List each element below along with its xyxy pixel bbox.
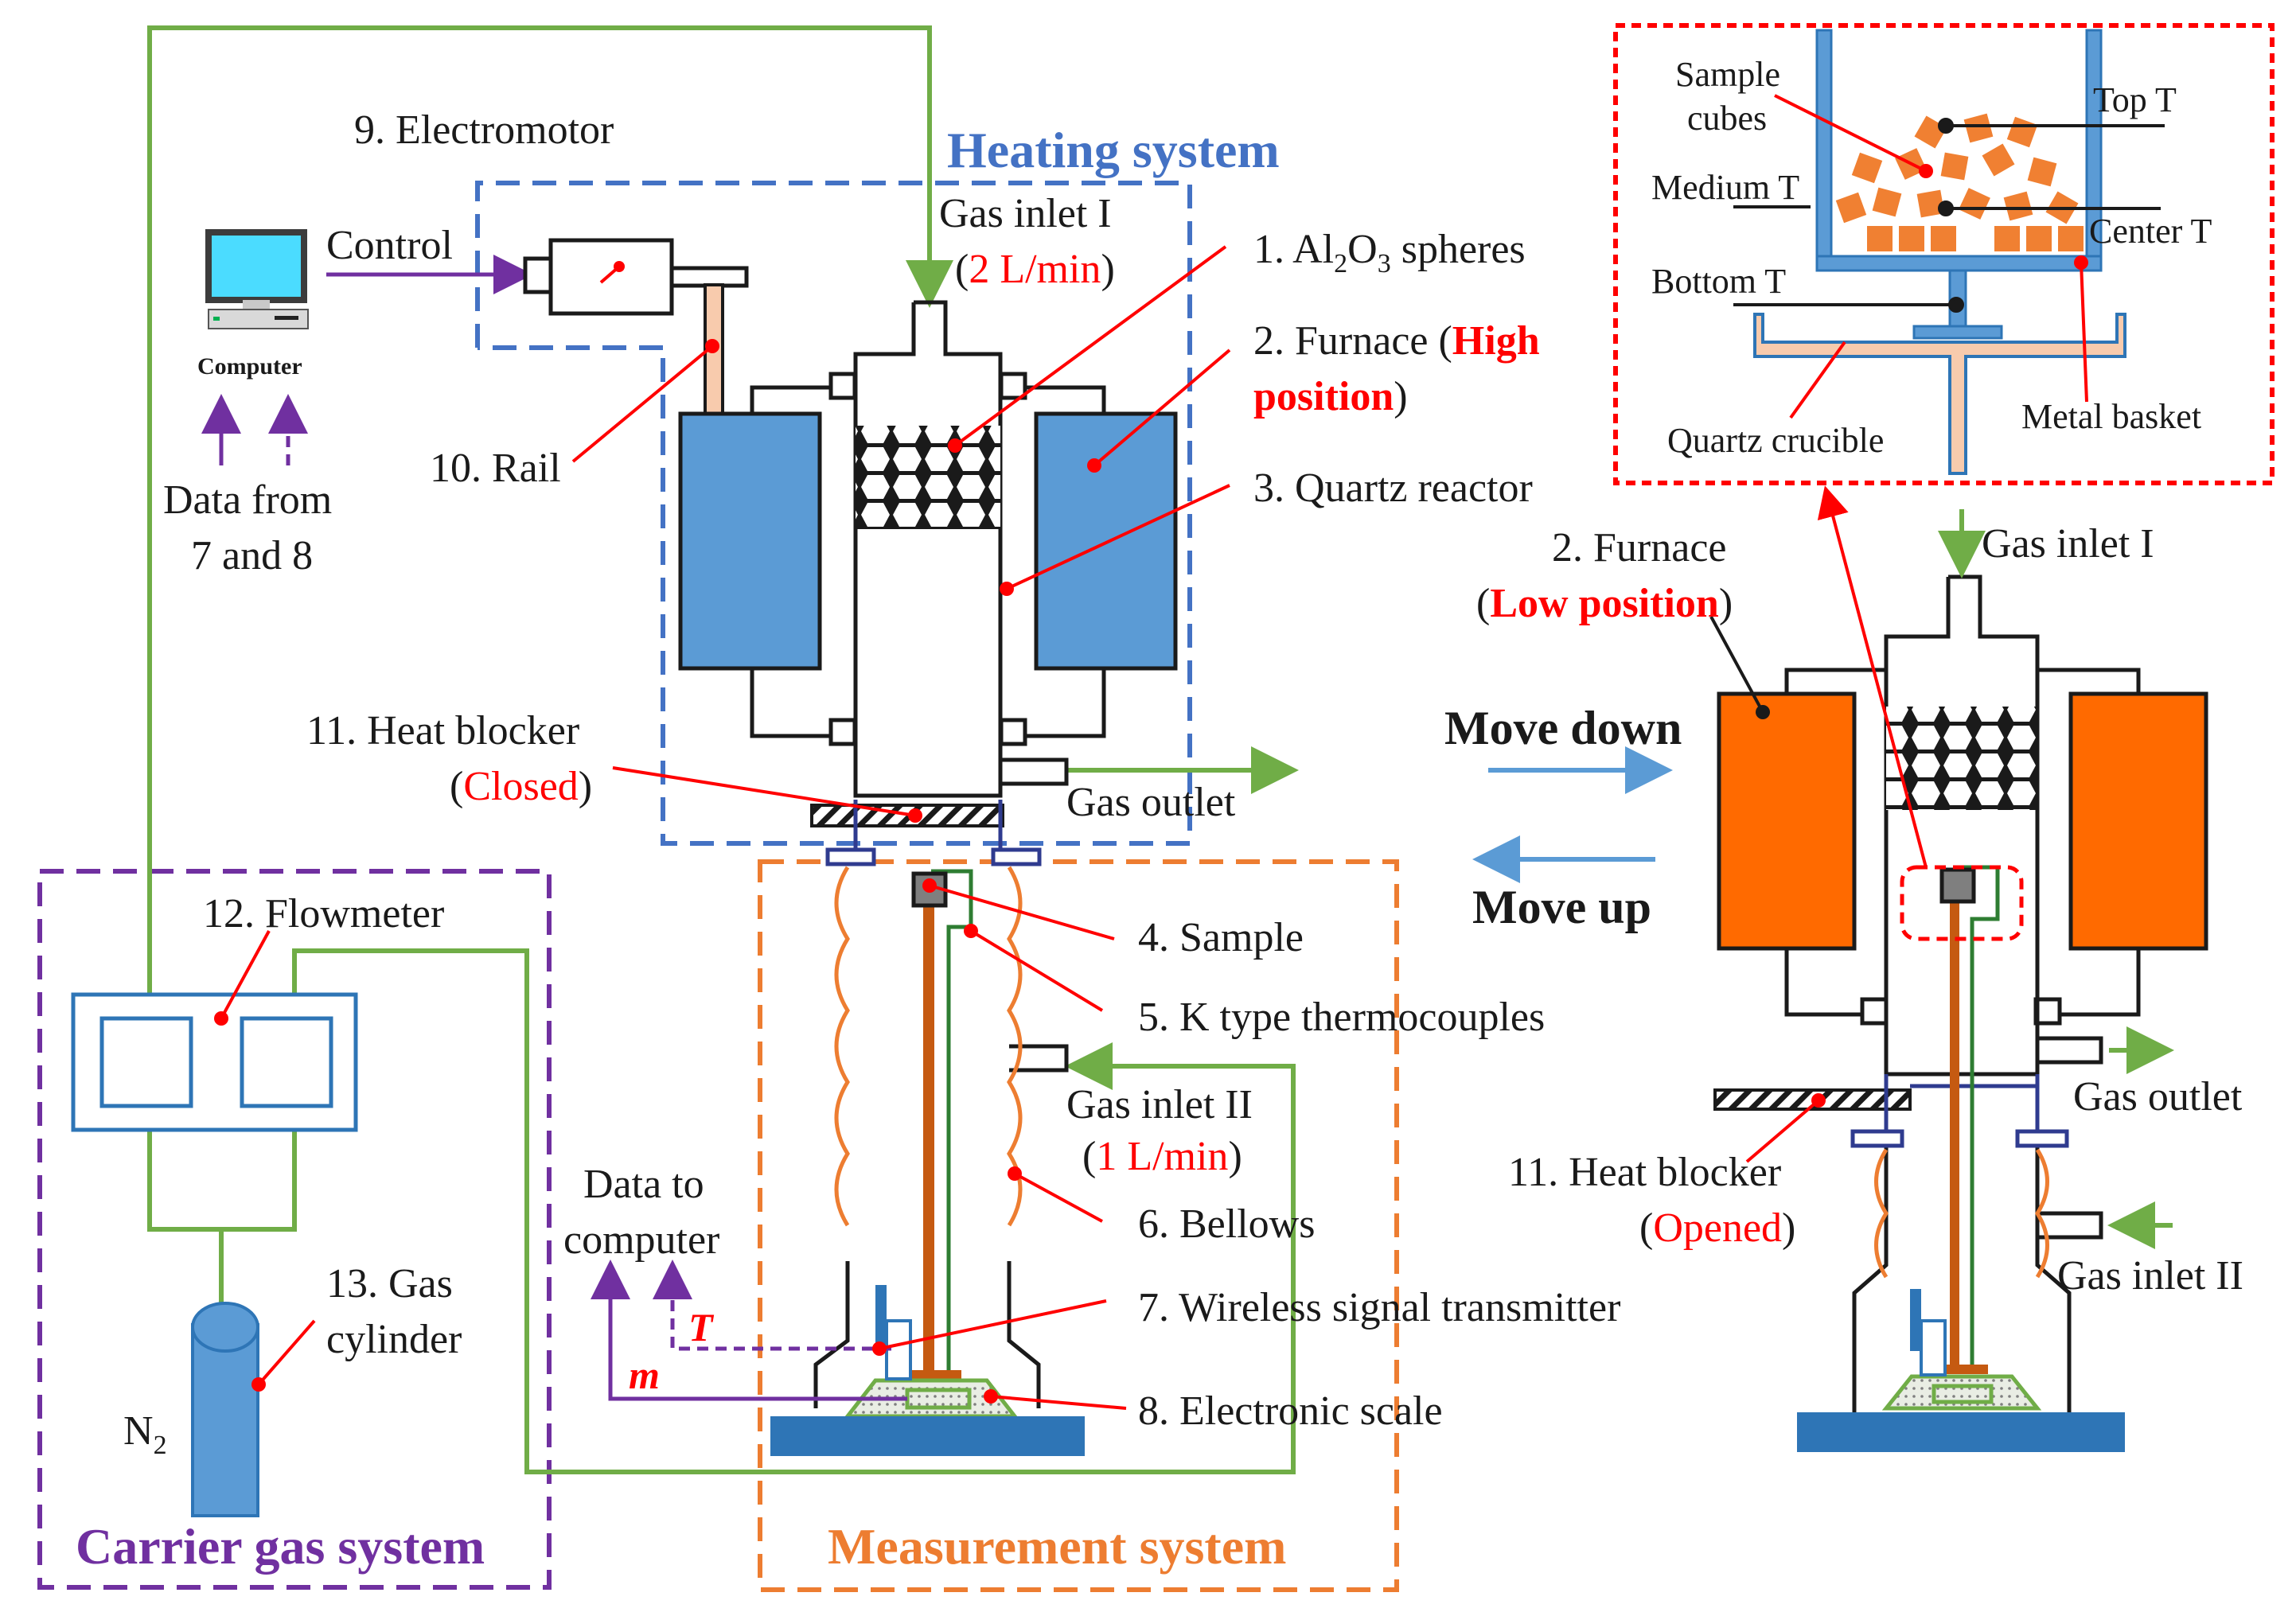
gas-inlet-2-right-label: Gas inlet II — [2057, 1253, 2243, 1299]
heating-system-box — [475, 181, 1192, 846]
furnace-right-low — [1717, 668, 2208, 1026]
metal-basket — [1815, 29, 2103, 340]
top-t-label: Top T — [2093, 80, 2177, 119]
alumina-spheres-right — [1886, 707, 2037, 810]
quartz-reactor-label: 3. Quartz reactor — [1253, 465, 1533, 511]
transmitter-label: 7. Wireless signal transmitter — [1138, 1285, 1620, 1330]
bellows-flanges-left — [825, 800, 1042, 866]
sample-cubes-label-2: cubes — [1687, 99, 1767, 138]
gas-inlet-2-flow: (1 L/min) — [1082, 1134, 1242, 1179]
data-arrows-to-computer — [201, 394, 308, 465]
heat-blocker-closed-state: (Closed) — [450, 764, 592, 809]
furnace-left-high — [678, 372, 1178, 746]
bellows-flanges-right — [1850, 1074, 2069, 1148]
gas-inlet-2-label: Gas inlet II — [1066, 1082, 1253, 1127]
furnace-low-label-2: (Low position) — [1476, 581, 1733, 626]
scale-right — [1797, 1289, 2125, 1452]
electromotor-label: 9. Electromotor — [354, 107, 614, 153]
gas-inlet-1-flow: (2 L/min) — [955, 247, 1115, 292]
sample-cubes — [1834, 111, 2085, 253]
sample-cubes-label-1: Sample — [1675, 55, 1780, 94]
callout-lines — [220, 94, 2088, 1410]
move-down-label: Move down — [1444, 702, 1682, 754]
bellows-left — [834, 866, 1023, 1227]
gas-outlet-right-label: Gas outlet — [2073, 1074, 2243, 1119]
gas-cylinder-label-1: 13. Gas — [326, 1261, 453, 1306]
bellows-right — [1874, 1148, 2049, 1279]
gas-cylinder — [191, 1302, 259, 1517]
measurement-body-left — [813, 1044, 1069, 1408]
carrier-gas-system-title: Carrier gas system — [76, 1518, 485, 1575]
measurement-system-box — [758, 859, 1399, 1592]
gas-inlet-1-label: Gas inlet I — [939, 191, 1112, 236]
carrier-gas-lines — [147, 25, 1299, 1474]
thermocouples-label: 5. K type thermocouples — [1138, 995, 1545, 1040]
data-from-label-2: 7 and 8 — [191, 533, 313, 578]
n2-label: N2 — [123, 1408, 167, 1460]
m-symbol: m — [629, 1353, 660, 1397]
quartz-crucible-label: Quartz crucible — [1667, 421, 1884, 460]
flowmeter — [71, 992, 358, 1132]
metal-basket-label: Metal basket — [2021, 397, 2201, 436]
alumina-spheres-left — [856, 426, 1000, 529]
data-lines-to-computer — [591, 1260, 907, 1401]
furnace-high-label: 2. Furnace (High — [1253, 318, 1540, 364]
data-from-label-1: Data from — [163, 477, 332, 523]
heat-blocker-opened-state: (Opened) — [1639, 1205, 1795, 1251]
computer-label: Computer — [197, 353, 302, 380]
furnace-high-label-2: position) — [1253, 374, 1408, 419]
gas-outlet-label: Gas outlet — [1066, 780, 1236, 825]
computer-icon — [205, 229, 309, 329]
scale-label: 8. Electronic scale — [1138, 1388, 1443, 1434]
gas-cylinder-label-2: cylinder — [326, 1317, 462, 1362]
heat-blocker-opened-label: 11. Heat blocker — [1508, 1150, 1781, 1195]
sample-label: 4. Sample — [1138, 915, 1304, 960]
bellows-label: 6. Bellows — [1138, 1201, 1315, 1247]
thermocouple-lines-inset — [1733, 118, 2165, 313]
electromotor — [523, 238, 749, 316]
medium-t-label: Medium T — [1651, 168, 1799, 207]
move-up-label: Move up — [1472, 881, 1651, 933]
scale-left — [770, 1285, 1085, 1456]
heat-blocker-closed-label: 11. Heat blocker — [306, 708, 579, 753]
center-t-label: Center T — [2089, 212, 2212, 251]
t-symbol: T — [688, 1305, 715, 1349]
furnace-low-label-1: 2. Furnace — [1552, 525, 1726, 570]
sample-holder-left — [898, 869, 973, 1392]
quartz-reactor-left — [853, 300, 1069, 798]
carrier-gas-system-box — [37, 869, 552, 1590]
al2o3-label: 1. Al2O3 spheres — [1253, 227, 1526, 278]
data-to-computer-label-2: computer — [563, 1217, 719, 1263]
data-to-computer-label-1: Data to — [583, 1162, 704, 1207]
control-label: Control — [326, 223, 453, 268]
heating-system-title: Heating system — [947, 122, 1280, 178]
rail-label: 10. Rail — [430, 446, 561, 491]
measurement-system-title: Measurement system — [828, 1518, 1286, 1575]
flowmeter-label: 12. Flowmeter — [203, 891, 444, 936]
sample-holder-right — [1900, 865, 2024, 1374]
gas-inlet-1-right-label: Gas inlet I — [1982, 521, 2154, 567]
quartz-crucible — [1753, 313, 2126, 475]
bottom-t-label: Bottom T — [1651, 262, 1786, 301]
callout-dots — [214, 164, 2088, 1404]
